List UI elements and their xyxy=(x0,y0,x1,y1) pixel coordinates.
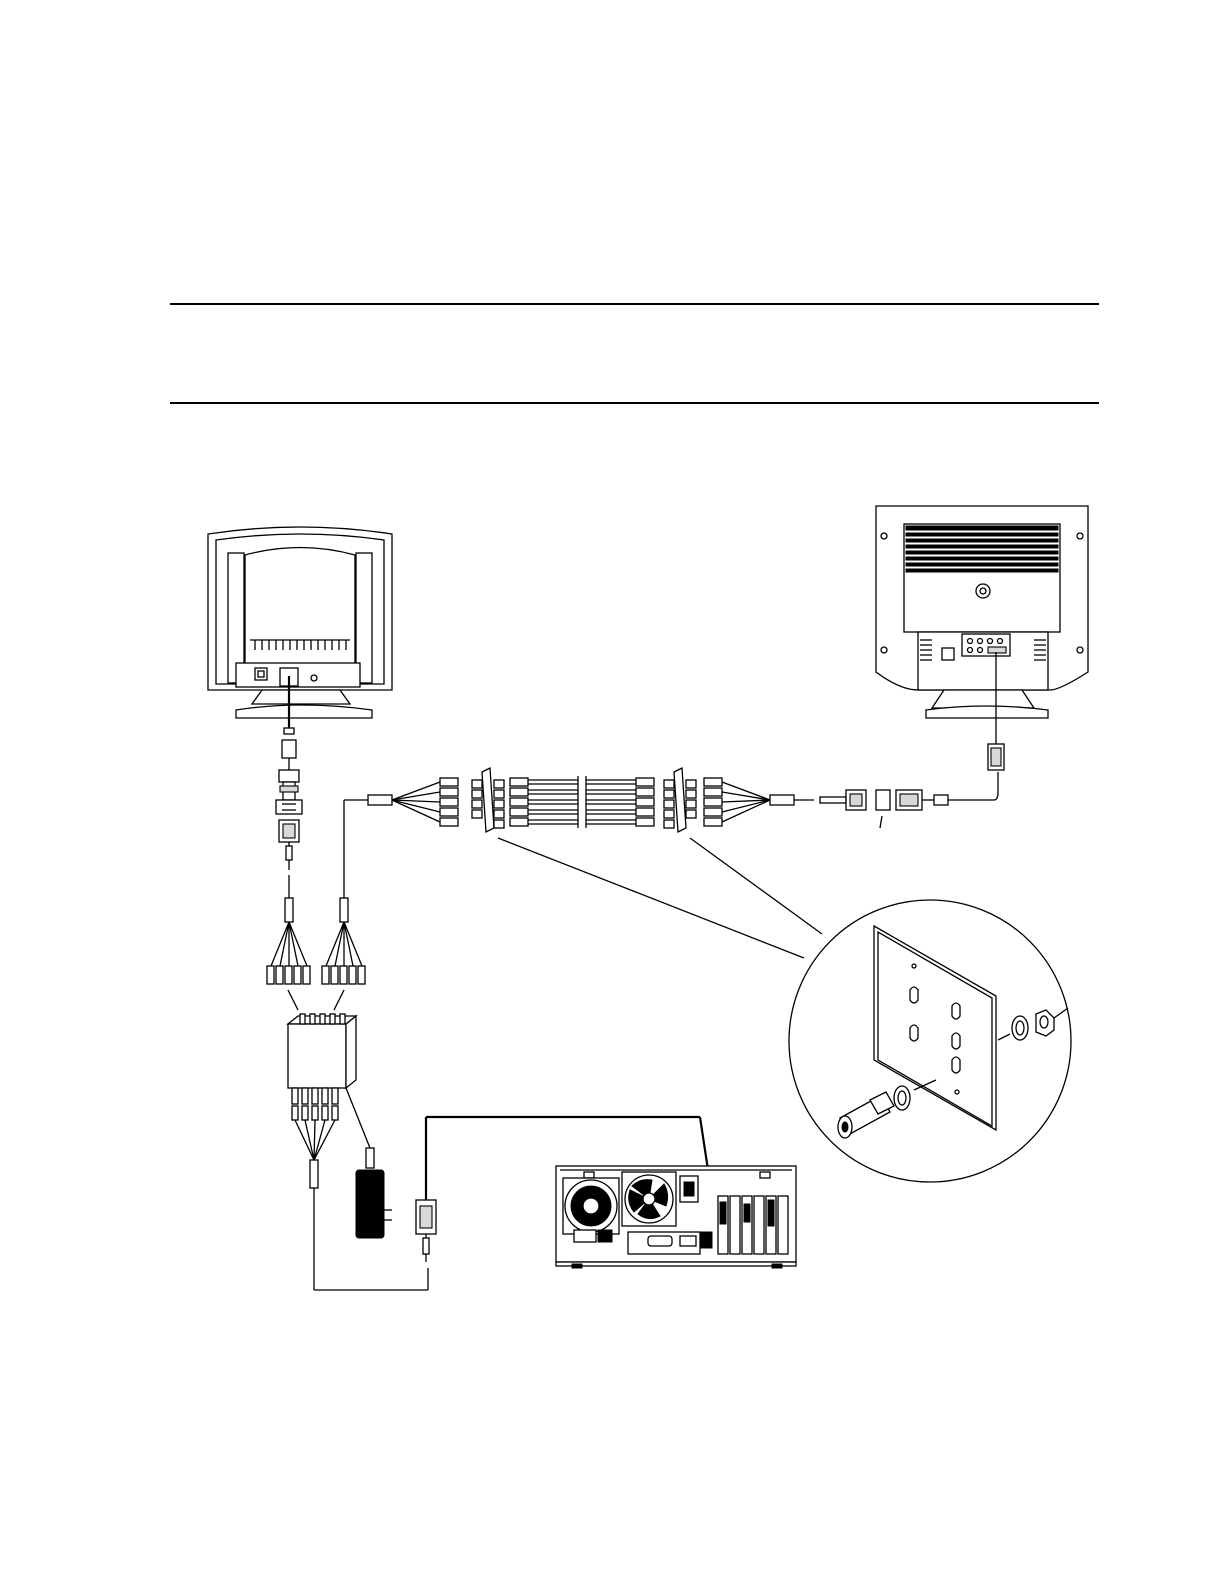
vga-connector-right xyxy=(988,744,1004,770)
callout-line-left xyxy=(498,838,804,958)
vga-connector xyxy=(276,770,302,898)
power-adapter xyxy=(346,1088,392,1238)
monitor-left-rear xyxy=(208,527,392,718)
wall-plate-left xyxy=(472,768,504,832)
video-distribution-amplifier xyxy=(288,1014,428,1290)
callout-line-right xyxy=(690,838,822,934)
computer-rear-panel xyxy=(556,1166,796,1268)
monitor-right-rear xyxy=(876,506,1088,744)
wall-plate-detail xyxy=(789,900,1071,1182)
wall-plate-right xyxy=(664,768,696,832)
